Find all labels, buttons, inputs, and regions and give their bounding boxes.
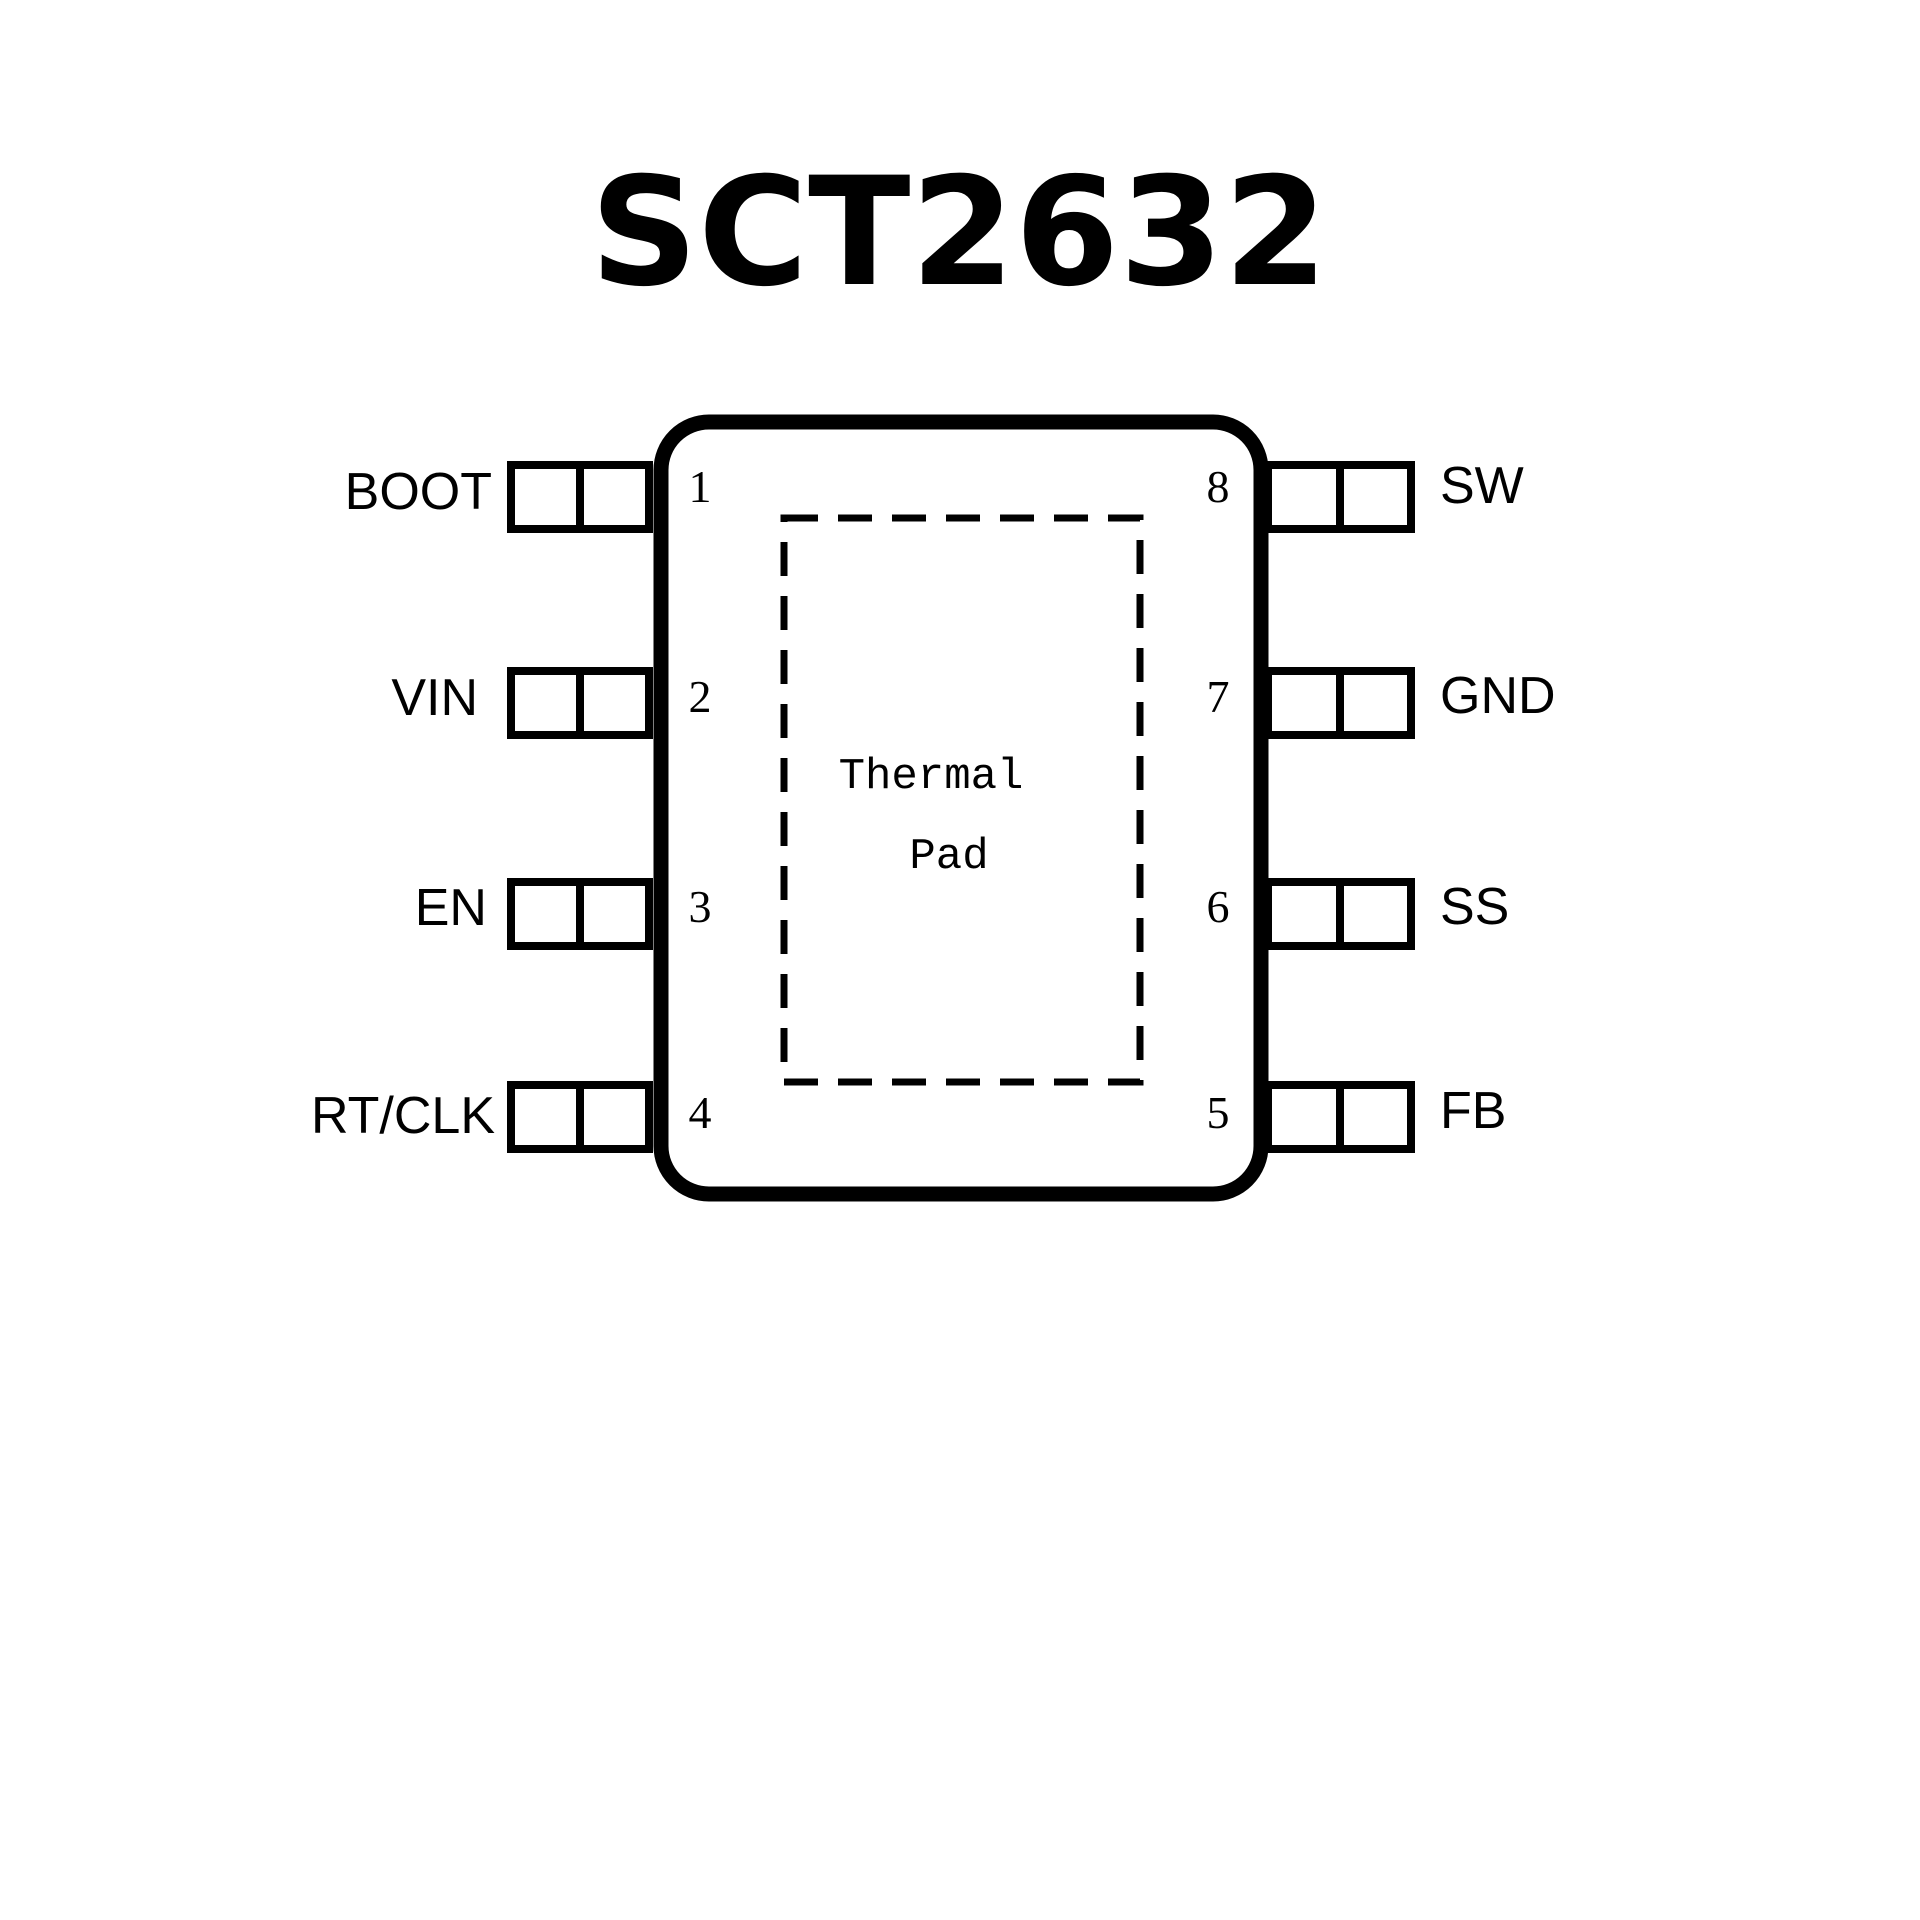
pin-name-right: FB (1440, 1082, 1506, 1140)
pin-2-lead (507, 667, 653, 739)
pin-1-lead (507, 461, 653, 533)
pin-name-left: BOOT (345, 463, 492, 521)
pin-number: 1 (689, 461, 712, 512)
pin-number: 3 (689, 881, 712, 932)
thermal-pad-outline (780, 514, 1144, 1086)
thermal-pad-label-line2: Pad (909, 832, 988, 882)
pin-5-lead (1264, 1081, 1415, 1153)
pin-7-lead (1264, 667, 1415, 739)
pin-name-right: SS (1440, 878, 1509, 936)
pin-8-lead (1264, 461, 1415, 533)
pin-6-lead (1264, 878, 1415, 950)
pin-number: 6 (1207, 881, 1230, 932)
pin-number: 8 (1207, 461, 1230, 512)
pin-number: 7 (1207, 671, 1230, 722)
pin-number: 5 (1207, 1087, 1230, 1138)
chip-title: SCT2632 (590, 146, 1328, 320)
chip-body (653, 414, 1269, 1202)
pin-name-right: GND (1440, 667, 1556, 725)
pin-3-lead (507, 878, 653, 950)
pin-number: 4 (689, 1087, 712, 1138)
pin-number: 2 (689, 671, 712, 722)
pin-name-left: EN (415, 879, 487, 937)
thermal-pad-label-line1: Thermal (839, 752, 1024, 802)
pin-name-right: SW (1440, 457, 1524, 515)
pin-name-left: VIN (391, 669, 478, 727)
pin-4-lead (507, 1081, 653, 1153)
pin-name-left: RT/CLK (311, 1087, 495, 1145)
